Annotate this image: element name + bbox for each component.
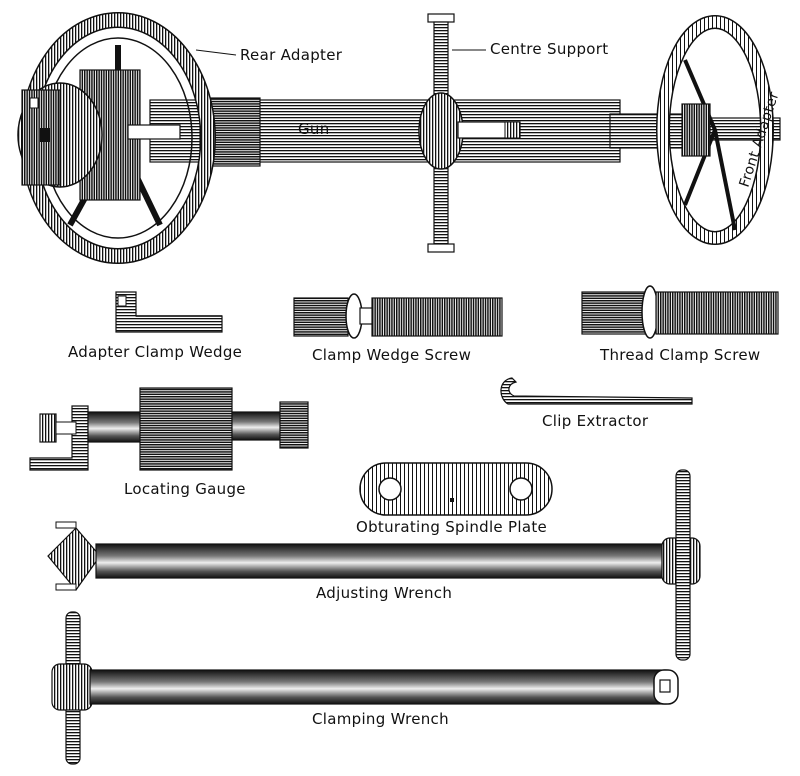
thread-clamp-screw-thread: [655, 291, 779, 335]
clip-extractor: [500, 377, 693, 405]
front-adapter-hub: [681, 103, 711, 157]
thread-clamp-screw: [581, 285, 779, 339]
locating-gauge-shaft: [87, 411, 149, 443]
thread-clamp-screw-head: [581, 291, 649, 335]
clamping-wrench: [51, 611, 679, 765]
centre-support-upper-leg: [433, 21, 449, 105]
gun-assembly: [17, 12, 781, 264]
locating-gauge-foot: [29, 405, 89, 471]
centre-support-collar: [418, 92, 464, 170]
label-adapter-clamp-wedge: Adapter Clamp Wedge: [68, 343, 242, 361]
locating-gauge-body: [139, 387, 233, 471]
label-thread-clamp-screw: Thread Clamp Screw: [599, 346, 760, 364]
label-clamping-wrench: Clamping Wrench: [312, 710, 449, 728]
label-locating-gauge: Locating Gauge: [124, 480, 246, 498]
breech-face: [21, 89, 61, 186]
front-adapter: [656, 15, 774, 245]
label-clip-extractor: Clip Extractor: [542, 412, 649, 430]
label-centre-support: Centre Support: [490, 40, 608, 58]
label-rear-adapter: Rear Adapter: [240, 46, 343, 64]
centre-support: [418, 13, 521, 253]
label-adjusting-wrench: Adjusting Wrench: [316, 584, 452, 602]
centre-support-lower-leg: [433, 161, 449, 245]
rear-adapter: [17, 12, 216, 264]
adjusting-wrench-head: [47, 527, 101, 591]
spindle-plate-hole-left: [378, 477, 402, 501]
clamp-wedge-screw: [293, 293, 503, 339]
adjusting-wrench-t-handle: [675, 469, 691, 661]
clamp-wedge-screw-thread: [371, 297, 503, 337]
label-clamp-wedge-screw: Clamp Wedge Screw: [312, 346, 471, 364]
locating-gauge: [29, 387, 309, 471]
adapter-clamp-wedge: [115, 291, 223, 333]
clamping-wrench-boss: [51, 663, 93, 711]
label-gun: Gun: [298, 120, 330, 138]
locating-gauge-cap: [279, 401, 309, 449]
rear-lock-arm: [127, 124, 181, 140]
rear-adapter-leader: [195, 49, 237, 56]
adjusting-wrench: [47, 469, 701, 661]
label-obturating-spindle-plate: Obturating Spindle Plate: [356, 518, 547, 536]
clamp-wedge-screw-head: [293, 297, 349, 337]
adjusting-wrench-shaft: [95, 543, 667, 579]
clamping-wrench-shaft: [89, 669, 667, 705]
spindle-plate-hole-right: [509, 477, 533, 501]
obturating-spindle-plate: [359, 462, 553, 516]
